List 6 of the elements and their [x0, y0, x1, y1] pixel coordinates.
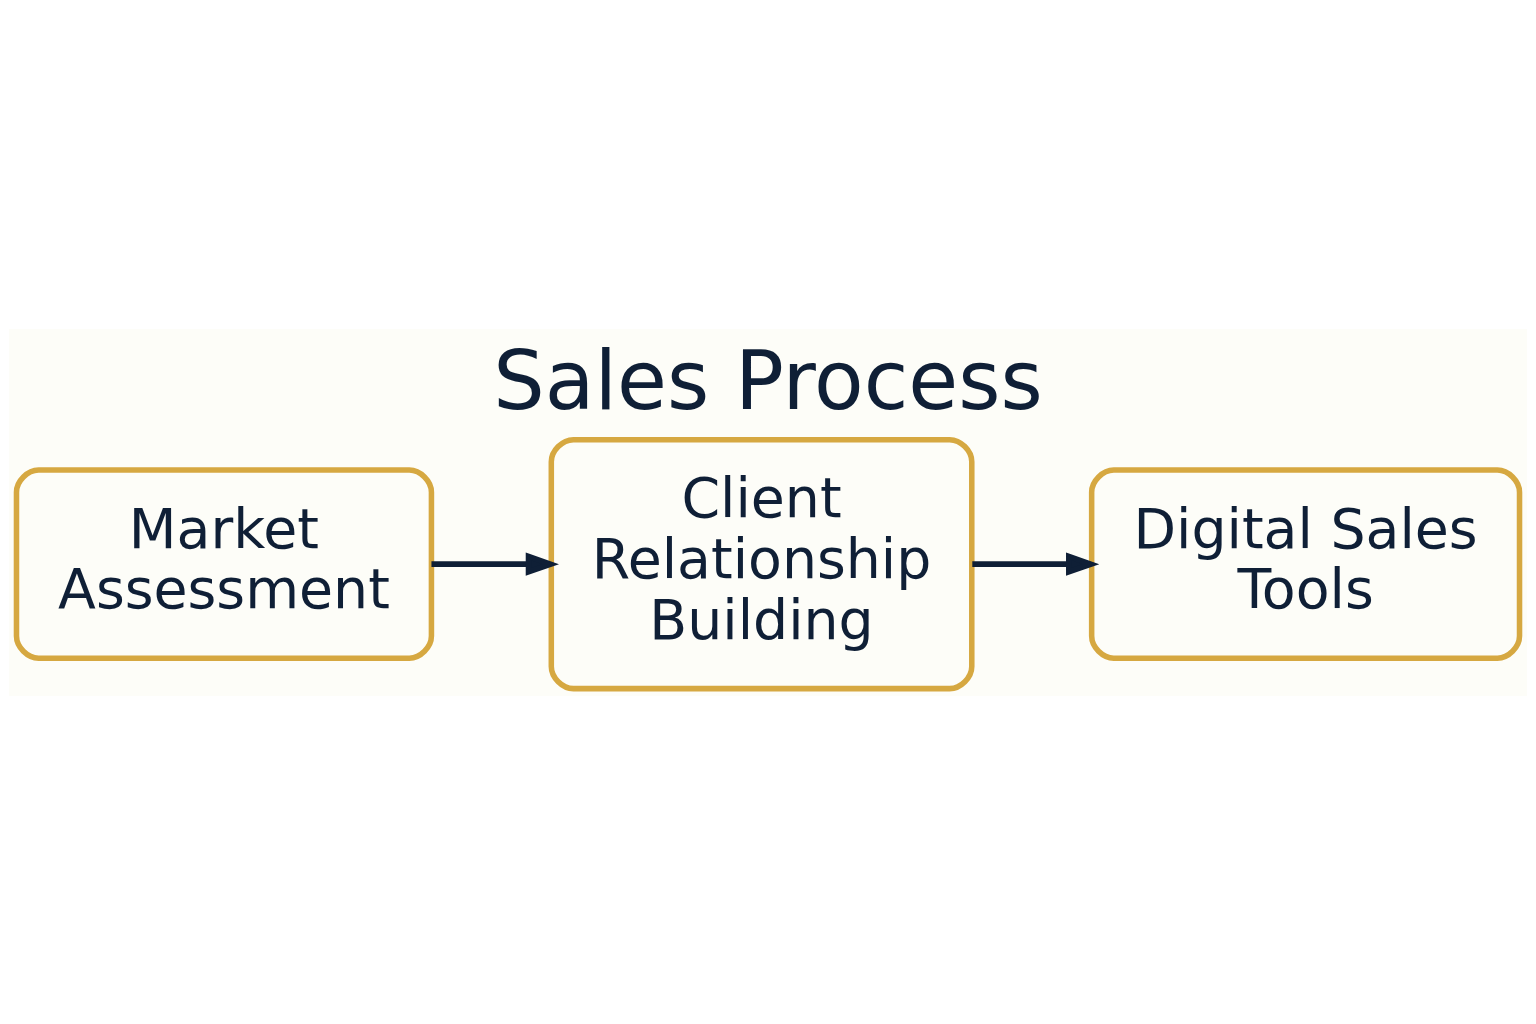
- node-box: Digital Sales Tools: [1088, 466, 1523, 661]
- arrow: [431, 552, 559, 576]
- arrow: [972, 552, 1100, 576]
- node-box: Market Assessment: [13, 466, 435, 661]
- diagram-title: Sales Process: [493, 333, 1043, 428]
- node-box: Client Relationship Building: [548, 436, 975, 691]
